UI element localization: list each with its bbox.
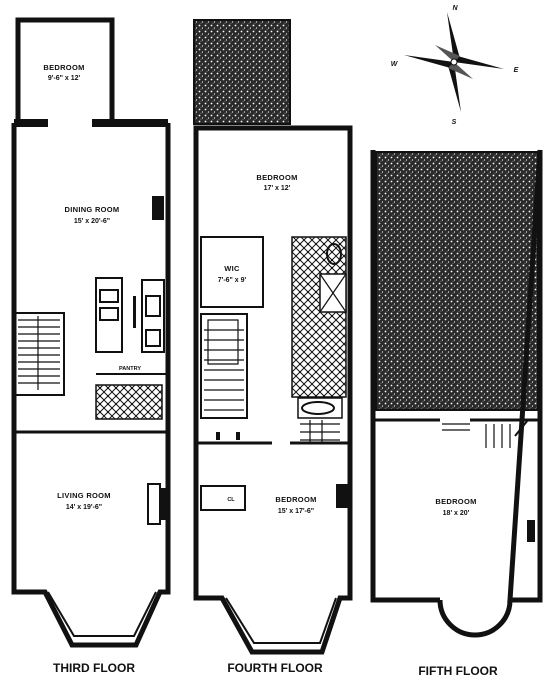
fifth-floor-label: FIFTH FLOOR [418, 664, 498, 678]
compass-s: S [452, 119, 457, 126]
third-floor-plan: BEDROOM 9'-6" x 12' DINING ROOM 15' x 20… [11, 17, 171, 675]
fourth-bedroom1-name: BEDROOM [256, 173, 297, 182]
third-floor-bedroom-walls [15, 17, 115, 123]
third-dining-dims: 15' x 20'-6" [74, 218, 110, 225]
fourth-floor-plan: BEDROOM 17' x 12' WIC 7'-6" x 9' BEDROOM… [193, 19, 353, 675]
fourth-floor-roof-terrace [193, 19, 291, 125]
fourth-wic-name: WIC [224, 264, 240, 273]
third-living-name: LIVING ROOM [57, 491, 111, 500]
third-floor-label: THIRD FLOOR [53, 661, 135, 675]
fifth-bedroom-name: BEDROOM [435, 497, 476, 506]
fourth-floor-hall-stair [300, 420, 340, 444]
third-floor-stair [18, 316, 60, 390]
compass-w: W [391, 61, 399, 68]
third-floor-main-walls [11, 123, 171, 648]
fourth-wic-walls [200, 236, 264, 308]
third-floor-tile-floor [95, 384, 163, 420]
fifth-floor-plan: BEDROOM 18' x 20' FIFTH FLOOR [370, 149, 543, 678]
fourth-bedroom2-dims: 15' x 17'-6" [278, 508, 314, 515]
fifth-floor-walls [370, 149, 543, 603]
third-bedroom-name: BEDROOM [43, 63, 84, 72]
fifth-floor-stair [442, 419, 529, 448]
fifth-floor-bay [437, 599, 513, 638]
third-dining-name: DINING ROOM [65, 205, 120, 214]
fourth-floor-label: FOURTH FLOOR [227, 661, 323, 675]
fifth-bedroom-dims: 18' x 20' [443, 510, 470, 517]
fourth-bedroom2-name: BEDROOM [275, 495, 316, 504]
third-floor-fireplace [147, 483, 161, 525]
kitchen-counter [95, 277, 123, 353]
third-living-dims: 14' x 19'-6" [66, 504, 102, 511]
fifth-floor-roof [375, 151, 539, 411]
third-bedroom-dims: 9'-6" x 12' [48, 75, 81, 82]
fourth-closet-name: CL [227, 497, 235, 503]
fourth-wic-dims: 7'-6" x 9' [218, 277, 247, 284]
third-pantry-name: PANTRY [119, 366, 141, 372]
compass-rose: N S W E [391, 5, 519, 126]
fourth-floor-walls [193, 125, 353, 655]
compass-n: N [452, 5, 458, 12]
fourth-closet [200, 485, 246, 511]
compass-e: E [514, 67, 519, 74]
fourth-bedroom1-dims: 17' x 12' [264, 185, 291, 192]
fourth-floor-stair [204, 319, 244, 411]
